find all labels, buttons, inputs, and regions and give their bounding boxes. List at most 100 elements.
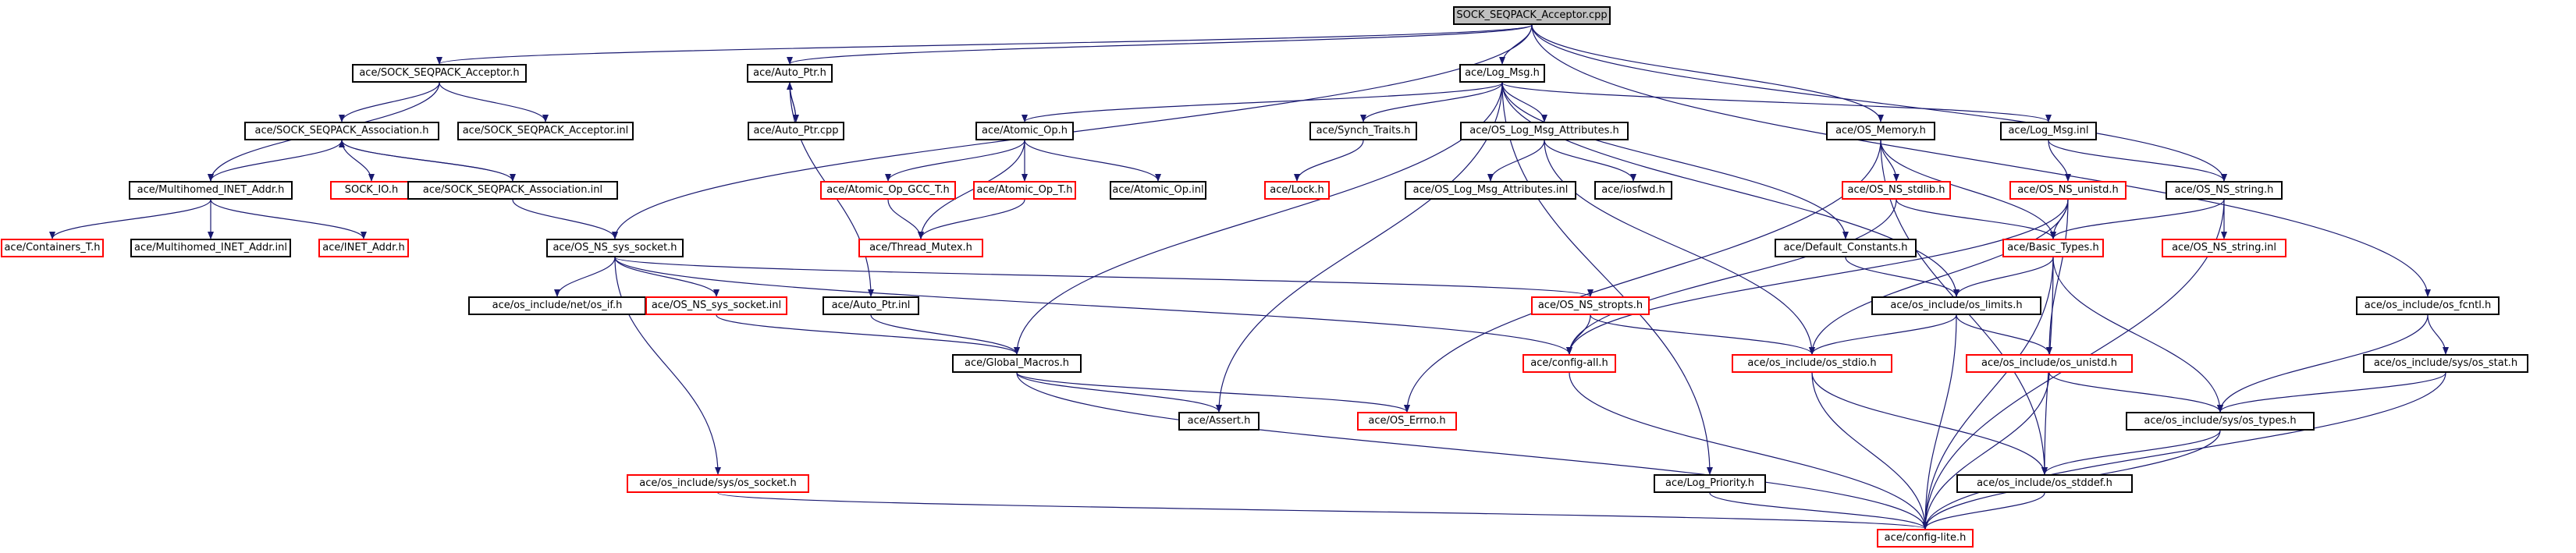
dependency-edge xyxy=(1024,140,1161,182)
file-node-mhaddr-h[interactable]: ace/Multihomed_INET_Addr.h xyxy=(129,181,293,200)
dependency-edge xyxy=(1811,372,2048,475)
file-node-systypes-h[interactable]: ace/os_include/sys/os_types.h xyxy=(2126,412,2315,431)
file-node-osnsstr-inl[interactable]: ace/OS_NS_string.inl xyxy=(2162,239,2286,257)
file-node-osmem-h[interactable]: ace/OS_Memory.h xyxy=(1826,122,1935,140)
dependency-edge xyxy=(1922,257,2054,530)
file-node-inetaddr-h[interactable]: ace/INET_Addr.h xyxy=(318,239,409,257)
dependency-edge xyxy=(918,140,1025,239)
file-node-logpri-h[interactable]: ace/Log_Priority.h xyxy=(1654,474,1766,493)
dependency-edge xyxy=(614,257,720,297)
file-node-ossock-h[interactable]: ace/OS_NS_sys_socket.h xyxy=(546,239,684,257)
file-node-oslimits-h[interactable]: ace/os_include/os_limits.h xyxy=(1871,296,2041,315)
file-node-globalmacros-h[interactable]: ace/Global_Macros.h xyxy=(952,354,1082,373)
dependency-edge xyxy=(1544,140,1815,355)
dependency-edge xyxy=(2217,314,2429,413)
file-node-configall-h[interactable]: ace/config-all.h xyxy=(1523,354,1616,373)
root-file-node[interactable]: SOCK_SEQPACK_Acceptor.cpp xyxy=(1453,6,1611,25)
dependency-edge xyxy=(2217,372,2446,413)
file-node-netif-h[interactable]: ace/os_include/net/os_if.h xyxy=(468,296,646,315)
file-node-assert-h[interactable]: ace/Assert.h xyxy=(1178,412,1260,431)
file-node-configlite-h[interactable]: ace/config-lite.h xyxy=(1877,529,1974,548)
file-node-acc-inl[interactable]: ace/SOCK_SEQPACK_Acceptor.inl xyxy=(457,122,634,140)
dependency-edge xyxy=(918,199,1025,239)
dependency-edge xyxy=(1896,199,2056,239)
file-node-iosfwd-h[interactable]: ace/iosfwd.h xyxy=(1594,181,1672,200)
file-node-synch-h[interactable]: ace/Synch_Traits.h xyxy=(1309,122,1417,140)
dependency-edge xyxy=(787,24,1533,65)
file-node-osstddef-h[interactable]: ace/os_include/os_stddef.h xyxy=(1956,474,2133,493)
file-node-assoc-h[interactable]: ace/SOCK_SEQPACK_Association.h xyxy=(244,122,439,140)
file-node-osnsstropts-h[interactable]: ace/OS_NS_stropts.h xyxy=(1531,296,1650,315)
dependency-edge xyxy=(1566,314,1591,355)
file-node-basic-h[interactable]: ace/Basic_Types.h xyxy=(2002,239,2104,257)
file-node-osnsstr-h[interactable]: ace/OS_NS_string.h xyxy=(2166,181,2283,200)
file-node-oslogattr-inl[interactable]: ace/OS_Log_Msg_Attributes.inl xyxy=(1405,181,1576,200)
file-node-oserrno-h[interactable]: ace/OS_Errno.h xyxy=(1357,412,1457,431)
dependency-edge xyxy=(208,140,343,182)
dependency-edge xyxy=(2046,199,2069,355)
file-node-mhaddr-inl[interactable]: ace/Multihomed_INET_Addr.inl xyxy=(130,239,291,257)
file-node-atomict-h[interactable]: ace/Atomic_Op_T.h xyxy=(973,181,1076,200)
dependency-edge xyxy=(1845,257,1960,297)
dependency-edge xyxy=(1016,372,1928,530)
file-node-oslogattr-h[interactable]: ace/OS_Log_Msg_Attributes.h xyxy=(1460,122,1629,140)
file-node-acc-h[interactable]: ace/SOCK_SEQPACK_Acceptor.h xyxy=(352,64,527,83)
dependency-edge xyxy=(1569,372,1928,530)
dependency-edge xyxy=(339,140,513,182)
dependency-edge xyxy=(1501,82,2052,122)
dependency-edge xyxy=(870,314,1020,355)
file-node-autoptr-h[interactable]: ace/Auto_Ptr.h xyxy=(747,64,833,83)
dependency-edge xyxy=(1499,24,1533,65)
dependency-edge xyxy=(2427,314,2449,355)
dependency-edge xyxy=(1501,82,1547,122)
file-node-atomicgcc-h[interactable]: ace/Atomic_Op_GCC_T.h xyxy=(820,181,956,200)
dependency-edge xyxy=(210,199,367,239)
dependency-edge xyxy=(1016,372,1410,413)
dependency-edge xyxy=(887,199,924,239)
dependency-edge xyxy=(1809,199,2069,355)
dependency-edge xyxy=(512,199,618,239)
file-node-osnsstdlib-h[interactable]: ace/OS_NS_stdlib.h xyxy=(1842,181,1951,200)
dependency-edge xyxy=(1809,314,1957,355)
dependency-edge xyxy=(1922,372,2050,530)
dependency-edge xyxy=(1501,82,1713,475)
dependency-edge xyxy=(1811,372,1928,530)
dependency-edge xyxy=(1022,82,1503,122)
dependency-edge xyxy=(1294,140,1364,182)
file-node-osnsunistd-h[interactable]: ace/OS_NS_unistd.h xyxy=(2009,181,2127,200)
dependency-edge xyxy=(717,492,1928,530)
dependency-edge xyxy=(1922,314,1957,530)
dependency-edge xyxy=(439,82,549,122)
dependency-edge xyxy=(2050,199,2225,239)
dependency-edge xyxy=(341,140,375,182)
dependency-edge xyxy=(614,257,1572,355)
file-node-atomic-inl[interactable]: ace/Atomic_Op.inl xyxy=(1110,181,1206,200)
file-node-containers-h[interactable]: ace/Containers_T.h xyxy=(1,239,104,257)
file-node-defconst-h[interactable]: ace/Default_Constants.h xyxy=(1775,239,1917,257)
file-node-autoptr-inl[interactable]: ace/Auto_Ptr.inl xyxy=(823,296,919,315)
dependency-edge xyxy=(1487,140,1545,182)
dependency-edge xyxy=(885,140,1025,182)
file-node-sockio-h[interactable]: SOCK_IO.h xyxy=(330,181,413,200)
dependency-edge xyxy=(1922,372,2446,530)
file-node-fcntl-h[interactable]: ace/os_include/os_fcntl.h xyxy=(2356,296,2500,315)
file-node-logmsg-h[interactable]: ace/Log_Msg.h xyxy=(1459,64,1545,83)
dependency-edge xyxy=(2041,430,2221,475)
dependency-edge xyxy=(1501,82,1960,297)
dependency-edge xyxy=(1922,492,2045,530)
file-node-assoc-inl[interactable]: ace/SOCK_SEQPACK_Association.inl xyxy=(407,181,618,200)
file-node-atomic-h[interactable]: ace/Atomic_Op.h xyxy=(975,122,1074,140)
file-node-sysstat-h[interactable]: ace/os_include/sys/os_stat.h xyxy=(2363,354,2528,373)
file-node-autoptr-cpp[interactable]: ace/Auto_Ptr.cpp xyxy=(748,122,844,140)
dependency-edge xyxy=(2048,140,2227,182)
dependency-edge xyxy=(1566,199,2069,355)
file-node-ossock-inl[interactable]: ace/OS_NS_sys_socket.inl xyxy=(645,296,787,315)
file-node-lock-h[interactable]: ace/Lock.h xyxy=(1264,181,1330,200)
file-node-logmsg-inl[interactable]: ace/Log_Msg.inl xyxy=(2000,122,2097,140)
dependency-edge xyxy=(2048,140,2071,182)
file-node-osstdio-h[interactable]: ace/os_include/os_stdio.h xyxy=(1732,354,1892,373)
file-node-threadmutex-h[interactable]: ace/Thread_Mutex.h xyxy=(858,239,983,257)
file-node-osunistd-h[interactable]: ace/os_include/os_unistd.h xyxy=(1966,354,2133,373)
file-node-syssocket-h[interactable]: ace/os_include/sys/os_socket.h xyxy=(627,474,809,493)
